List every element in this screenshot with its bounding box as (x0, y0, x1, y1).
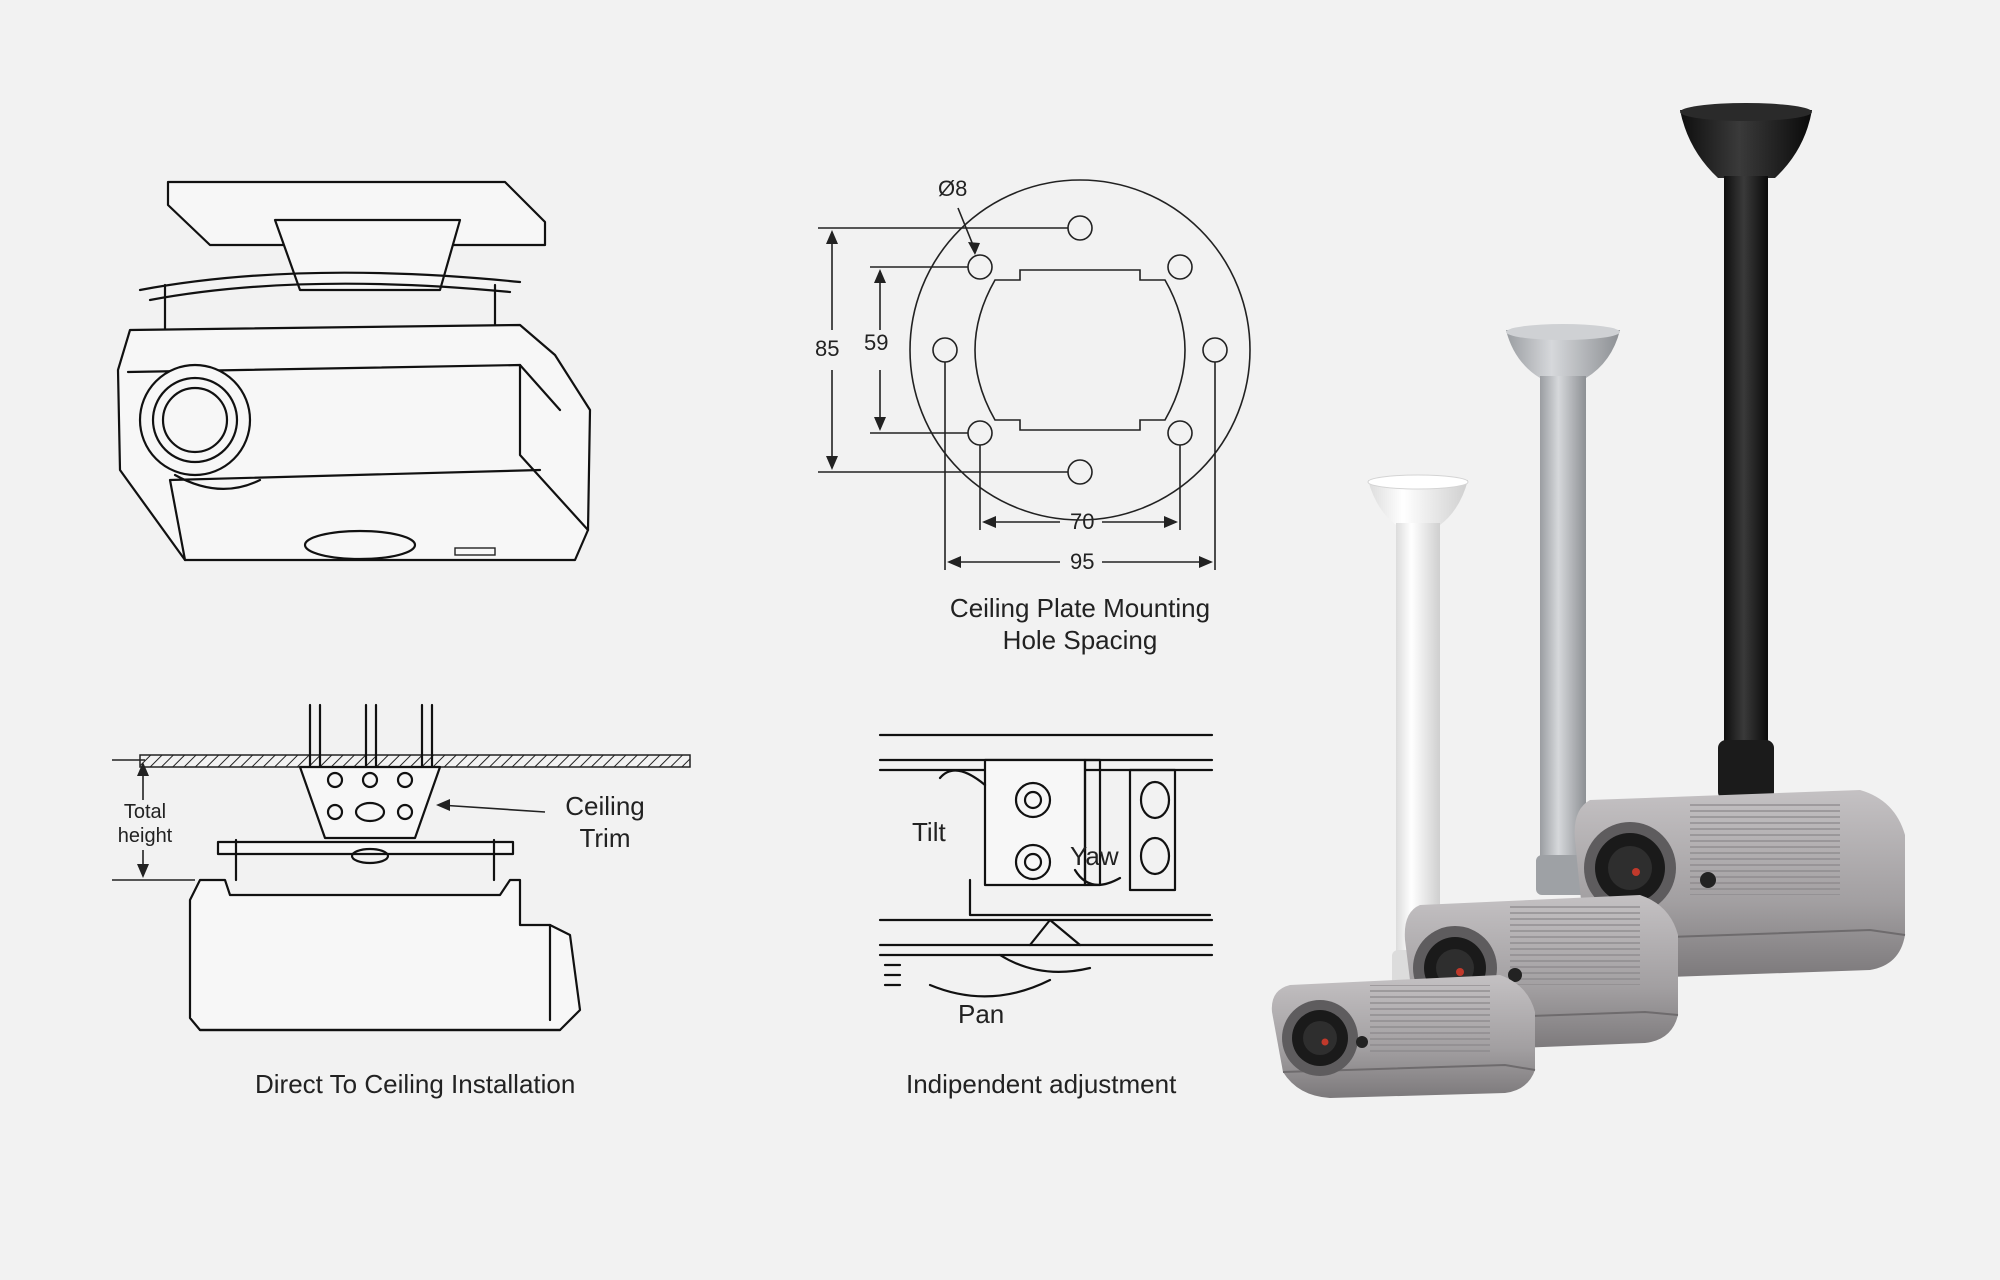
ceiling-plate-caption-line1: Ceiling Plate Mounting (949, 593, 1211, 623)
yaw-label: Yaw (1070, 841, 1119, 871)
projector-mount-iso-drawing (116, 180, 592, 562)
total-height-line1: Total (123, 801, 167, 823)
adjustment-caption: Indipendent adjustment (906, 1069, 1177, 1099)
hole-diameter-label: Ø8 (938, 176, 968, 201)
ceiling-plate-hole-spacing-drawing (818, 179, 1251, 570)
installation-caption: Direct To Ceiling Installation (255, 1069, 576, 1099)
black-pole (1680, 103, 1812, 800)
ceiling-trim-label: Ceiling Trim (555, 790, 655, 854)
total-height-line2: height (117, 825, 173, 847)
dimension-59-label: 59 (864, 330, 889, 355)
projector-front (1271, 975, 1536, 1098)
ceiling-plate-caption-line2: Hole Spacing (1002, 625, 1158, 655)
pan-label: Pan (958, 999, 1005, 1029)
independent-adjustment-drawing (878, 733, 1214, 998)
dimension-95-label: 95 (1070, 549, 1095, 574)
silver-pole (1506, 324, 1620, 895)
tilt-label: Tilt (912, 817, 946, 847)
white-pole (1367, 474, 1469, 986)
ceiling-plate-caption: Ceiling Plate Mounting Hole Spacing (920, 592, 1240, 656)
dimension-85-label: 85 (815, 336, 840, 361)
dimension-70-label: 70 (1070, 509, 1095, 534)
total-height-label: Total height (100, 800, 190, 848)
product-photo-poles-projectors (1271, 103, 1906, 1098)
ceiling-trim-line1: Ceiling (565, 791, 645, 821)
ceiling-trim-line2: Trim (579, 823, 631, 853)
direct-ceiling-installation-drawing (112, 703, 691, 1032)
